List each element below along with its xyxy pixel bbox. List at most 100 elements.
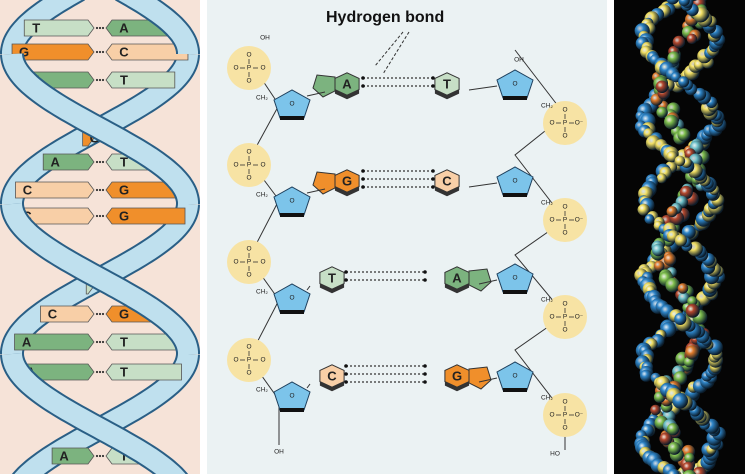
sugar-ring: O <box>273 89 311 120</box>
hydroxyl-label: OH <box>260 35 270 42</box>
nucleobase: T <box>434 72 460 100</box>
hbond-dot <box>431 169 435 173</box>
hydrogen-bonds <box>361 169 435 189</box>
oxygen-atom: O <box>562 230 567 237</box>
oxygen-atom: O <box>549 412 554 419</box>
hydroxyl-label: OH <box>514 57 524 64</box>
atom-sphere <box>684 452 695 464</box>
space-filling-model-panel <box>614 0 745 474</box>
hbond-dot <box>95 160 99 164</box>
base-ring-five <box>468 268 492 292</box>
oxygen-atom: O <box>246 272 251 279</box>
base-letter: A <box>452 270 462 285</box>
hbond-dot <box>101 26 105 30</box>
base-letter: T <box>120 154 128 169</box>
atom-sphere <box>682 469 697 474</box>
oxygen-atom: O <box>562 425 567 432</box>
base-letter: G <box>119 306 129 321</box>
hbond-dot <box>101 312 105 316</box>
phosphorus-atom: P <box>247 65 251 72</box>
atom-sphere <box>686 33 698 44</box>
phosphorus-atom: P <box>247 162 251 169</box>
atom-sphere <box>653 260 665 272</box>
atom-sphere <box>640 369 653 382</box>
hbond-dot <box>95 312 99 316</box>
hbond-dot <box>98 78 102 82</box>
methylene-label: CH₂ <box>541 395 553 402</box>
hbond-dot <box>423 380 427 384</box>
atom-sphere <box>672 35 686 49</box>
atom-sphere <box>678 0 690 7</box>
phosphate-circle <box>227 46 271 90</box>
hbond-dot <box>98 312 102 316</box>
sugar-ring: O <box>273 283 311 314</box>
oxygen-atom: O <box>233 259 238 266</box>
hbond-dot <box>361 84 365 88</box>
oxygen-atom: O <box>260 357 265 364</box>
atom-sphere <box>687 296 698 307</box>
oxygen-atom: O <box>246 52 251 59</box>
sugar-ring: O <box>273 381 311 412</box>
oxygen-atom: O <box>246 175 251 182</box>
atom-sphere <box>667 468 680 474</box>
base-letter: A <box>51 154 61 169</box>
methylene-label: CH₂ <box>541 200 553 207</box>
oxygen-atom: O <box>233 357 238 364</box>
atom-sphere <box>637 203 650 216</box>
base-letter: A <box>119 20 129 35</box>
hbond-dot <box>98 188 102 192</box>
base-letter: T <box>32 20 40 35</box>
phosphorus-atom: P <box>563 412 567 419</box>
atom-sphere <box>692 466 707 474</box>
sugar-ring: O <box>273 186 311 217</box>
nucleobase: A <box>312 72 360 100</box>
oxygen-atom: O <box>246 370 251 377</box>
atom-sphere <box>663 253 677 266</box>
atom-sphere <box>674 234 687 247</box>
hbond-dot <box>95 188 99 192</box>
nucleobase: C <box>434 169 460 197</box>
atom-sphere <box>659 432 673 446</box>
hbond-dot <box>95 454 99 458</box>
oxygen-atom: O <box>562 301 567 308</box>
nucleobase: C <box>319 364 345 392</box>
sugar-pentagon <box>273 283 311 313</box>
oxygen-atom: O <box>233 162 238 169</box>
hbond-dot <box>423 372 427 376</box>
atom-sphere <box>667 441 681 455</box>
hbond-dot <box>101 454 105 458</box>
hbond-dot <box>98 160 102 164</box>
glycosidic-bond <box>306 91 326 97</box>
sugar-pentagon <box>273 381 311 411</box>
base-letter: T <box>120 334 128 349</box>
hbond-dot <box>344 372 348 376</box>
base-A <box>42 153 95 171</box>
ring-oxygen: O <box>512 373 517 380</box>
nucleobase: T <box>319 266 345 294</box>
atom-sphere <box>666 206 678 218</box>
oxygen-atom: O <box>562 204 567 211</box>
glycosidic-bond <box>478 377 498 383</box>
base-ring <box>434 169 460 193</box>
backbone-ribbon <box>2 203 198 354</box>
backbone-ribbon <box>2 353 186 474</box>
base-letter: T <box>120 72 128 87</box>
methylene-label: CH₂ <box>256 387 268 394</box>
oxygen-atom: O <box>260 259 265 266</box>
hbond-dot <box>98 26 102 30</box>
base-letter: A <box>22 334 32 349</box>
base-ring-five <box>468 366 492 390</box>
oxygen-atom: O <box>562 133 567 140</box>
oxygen-atom: O <box>562 327 567 334</box>
methylene-label: CH₂ <box>541 297 553 304</box>
sugar-pentagon <box>496 69 534 99</box>
sugar-ring: O <box>496 263 534 294</box>
